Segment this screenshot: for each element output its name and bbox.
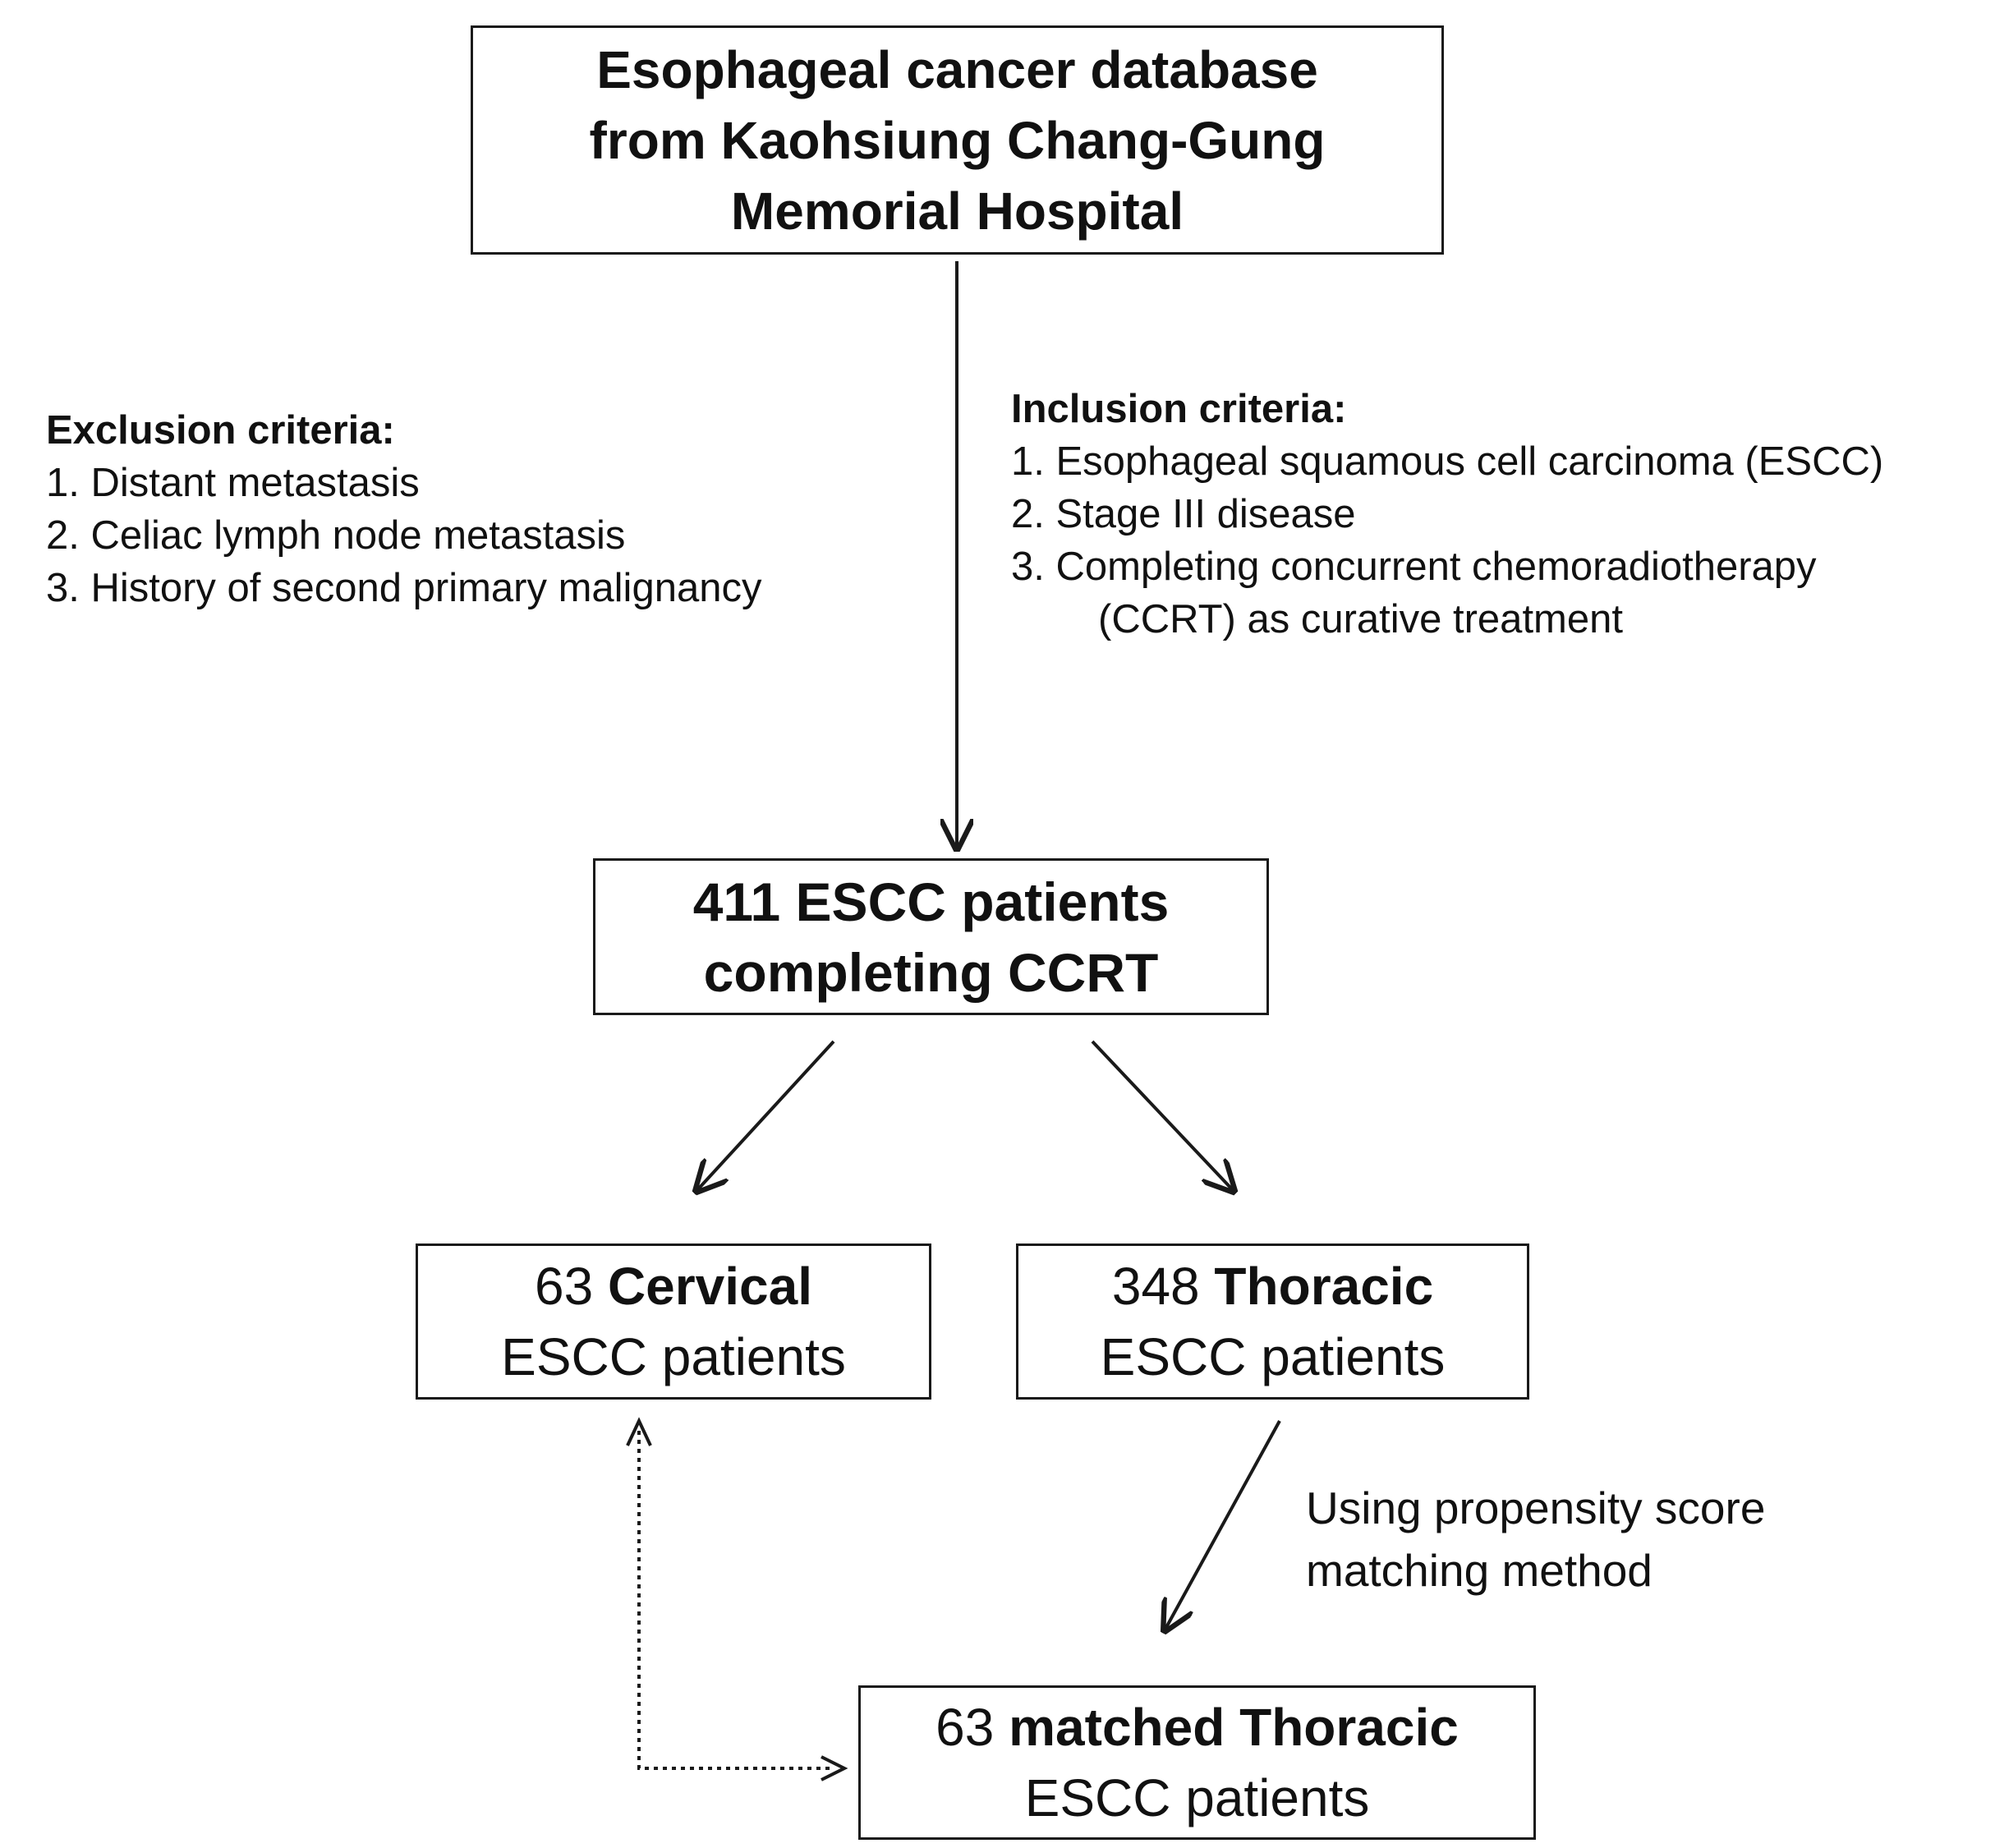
cervical-count: 63 [534,1257,594,1316]
matched-box: 63 matched Thoracic ESCC patients [858,1685,1536,1840]
arrow-cohort-to-cervical [696,1040,835,1191]
inclusion-item: 2. Stage III disease [1011,492,1356,536]
exclusion-criteria: Exclusion criteria: 1. Distant metastasi… [46,404,761,614]
database-title-line-3: Memorial Hospital [730,181,1184,241]
dotted-arrowhead-up [626,1417,652,1446]
matched-line-2: ESCC patients [1024,1768,1370,1827]
inclusion-item: 3. Completing concurrent chemoradiothera… [1011,545,1817,589]
thoracic-line-1: 348 Thoracic [1112,1251,1433,1322]
arrow-thoracic-to-matched [1165,1420,1281,1630]
database-box: Esophageal cancer database from Kaohsiun… [471,25,1444,255]
exclusion-item: 1. Distant metastasis [46,461,420,505]
inclusion-item-continuation: (CCRT) as curative treatment [1098,597,1623,641]
inclusion-heading: Inclusion criteria: [1011,387,1347,431]
cohort-line-2: completing CCRT [703,941,1159,1003]
matching-note: Using propensity score matching method [1306,1477,1765,1602]
matched-line-1: 63 matched Thoracic [935,1692,1459,1763]
cervical-line-2: ESCC patients [501,1327,846,1386]
thoracic-count: 348 [1111,1257,1200,1316]
matching-note-line-2: matching method [1306,1545,1653,1596]
dotted-arrowhead-right [821,1755,848,1781]
thoracic-line-2: ESCC patients [1100,1327,1446,1386]
inclusion-item: 1. Esophageal squamous cell carcinoma (E… [1011,439,1884,484]
exclusion-heading: Exclusion criteria: [46,408,395,453]
cervical-box: 63 Cervical ESCC patients [416,1243,931,1400]
cervical-label: Cervical [607,1257,813,1316]
cervical-line-1: 63 Cervical [535,1251,812,1322]
cohort-line-1: 411 ESCC patients [692,871,1170,932]
dotted-comparison-link [637,1431,834,1770]
cohort-box: 411 ESCC patients completing CCRT [593,858,1269,1015]
matched-label: matched Thoracic [1009,1698,1459,1757]
thoracic-label: Thoracic [1214,1257,1434,1316]
database-title-line-2: from Kaohsiung Chang-Gung [589,110,1326,170]
exclusion-item: 3. History of second primary malignancy [46,566,762,610]
exclusion-item: 2. Celiac lymph node metastasis [46,513,626,558]
database-title-line-1: Esophageal cancer database [596,39,1318,99]
thoracic-box: 348 Thoracic ESCC patients [1016,1243,1529,1400]
matched-count: 63 [935,1698,995,1757]
inclusion-criteria: Inclusion criteria: 1. Esophageal squamo… [1011,383,1883,646]
arrow-cohort-to-thoracic [1091,1040,1234,1191]
matching-note-line-1: Using propensity score [1306,1483,1766,1533]
